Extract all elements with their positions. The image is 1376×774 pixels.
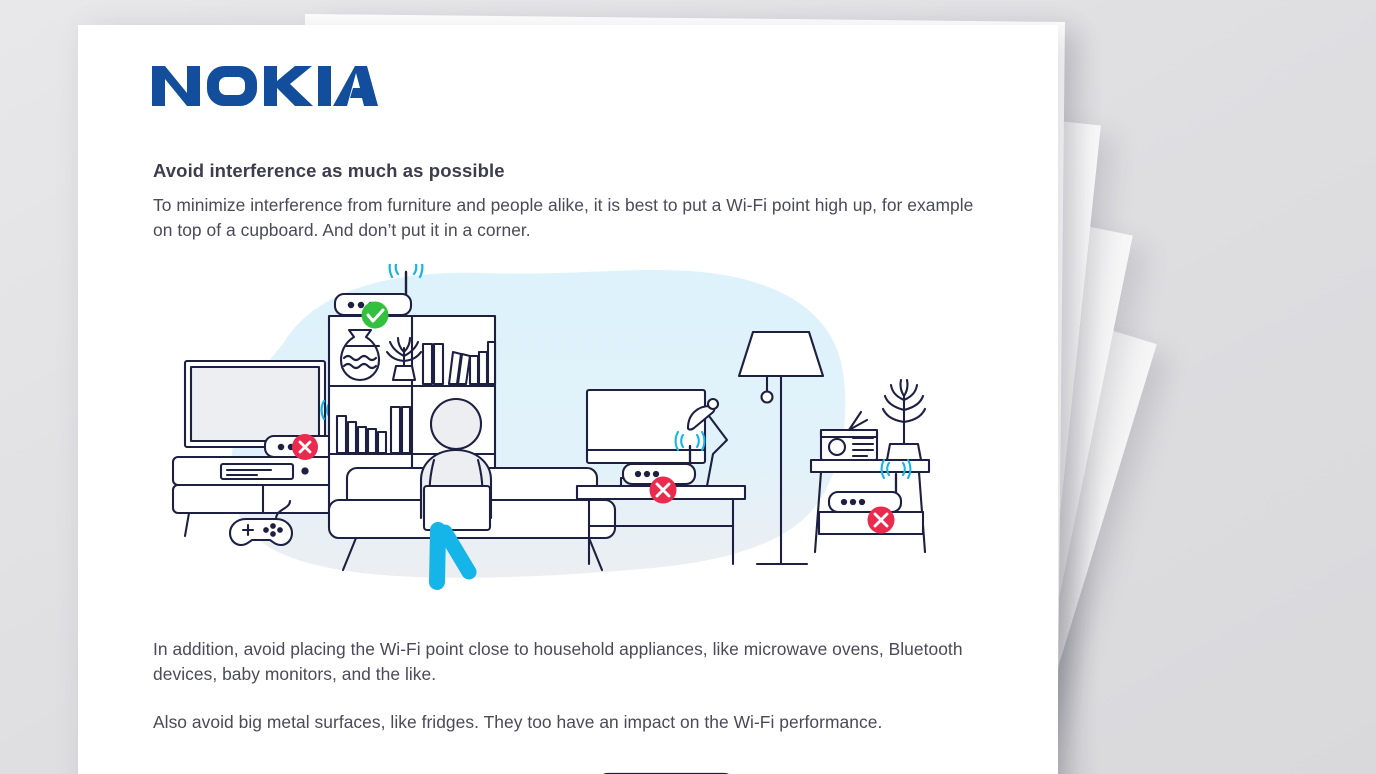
- page-title: Avoid interference as much as possible: [153, 160, 505, 181]
- next-illustration-partial: [228, 760, 1058, 774]
- badge-bad-desk-router: [649, 476, 677, 504]
- document-page: Avoid interference as much as possible T…: [78, 25, 1058, 774]
- floor-lamp: [737, 330, 825, 566]
- nokia-logo: [152, 64, 378, 108]
- badge-bad-tv-router: [292, 434, 318, 460]
- potted-plant-shelf: [385, 336, 423, 382]
- wifi-waves-icon: [674, 430, 706, 452]
- wall-mounted-tv: [183, 359, 327, 449]
- person-on-sofa-with-laptop: [419, 397, 493, 590]
- desk-lamp: [686, 397, 729, 488]
- books-middle-left: [335, 405, 412, 455]
- books-top-right: [421, 340, 497, 386]
- game-controller-icon: [228, 499, 294, 547]
- vase: [339, 328, 381, 382]
- page-content: Avoid interference as much as possible T…: [153, 160, 983, 774]
- wifi-waves-icon: [880, 458, 912, 480]
- metal-surfaces-paragraph: Also avoid big metal surfaces, like frid…: [153, 712, 883, 732]
- wifi-placement-illustration: [153, 255, 983, 619]
- badge-good-cupboard-router: [361, 301, 389, 329]
- potted-plant-table: [881, 378, 927, 462]
- badge-bad-side-table-router: [867, 506, 895, 534]
- radio: [819, 410, 879, 462]
- appliances-paragraph: In addition, avoid placing the Wi-Fi poi…: [153, 639, 963, 684]
- intro-paragraph: To minimize interference from furniture …: [153, 195, 974, 240]
